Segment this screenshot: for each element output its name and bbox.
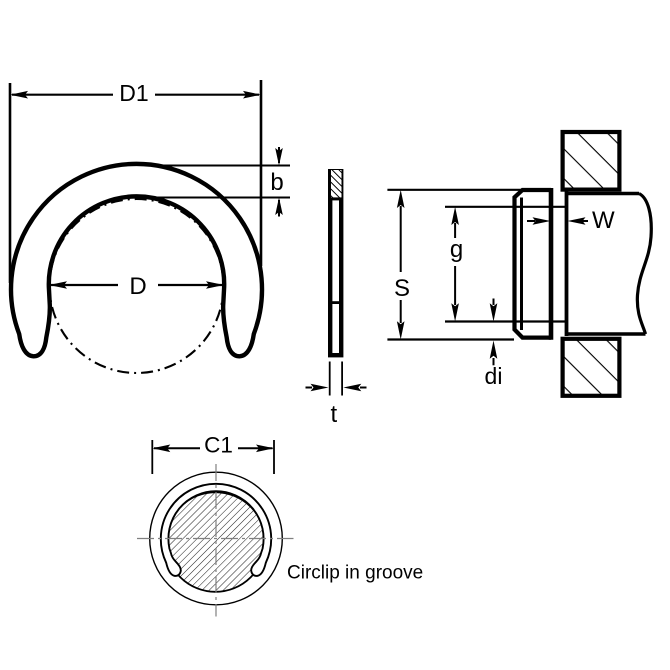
svg-text:C1: C1	[204, 433, 233, 458]
svg-text:D1: D1	[119, 80, 148, 106]
svg-text:g: g	[450, 236, 463, 263]
svg-text:D: D	[129, 273, 146, 300]
svg-text:W: W	[592, 207, 615, 234]
svg-text:t: t	[330, 401, 337, 428]
svg-text:S: S	[394, 275, 410, 302]
svg-text:di: di	[485, 363, 503, 389]
svg-text:b: b	[270, 169, 283, 196]
svg-text:Circlip in groove: Circlip in groove	[287, 563, 423, 584]
